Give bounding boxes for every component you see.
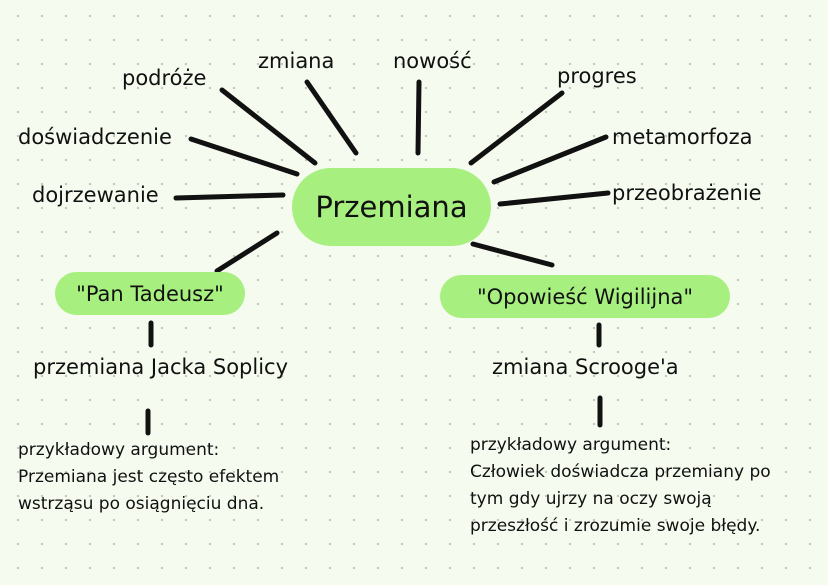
connector-dojrzewanie (173, 192, 286, 201)
connector-metamorfoza (491, 134, 609, 185)
synonym-podroze: podróże (122, 66, 207, 90)
synonym-dojrzewanie: dojrzewanie (32, 183, 159, 207)
center-node: Przemiana (292, 168, 491, 246)
synonym-metamorfoza: metamorfoza (612, 125, 753, 149)
connector-przeobrazenie (497, 190, 611, 207)
connector-center-left-book (214, 230, 280, 274)
connector-podroze (219, 87, 318, 166)
right-book-node: "Opowieść Wigilijna" (440, 275, 730, 318)
synonym-nowosc: nowość (393, 49, 472, 73)
right-argument: przykładowy argument: Człowiek doświadcz… (470, 432, 771, 540)
center-label: Przemiana (315, 190, 468, 224)
connector-zmiana (304, 79, 359, 156)
connector-nowosc (415, 79, 422, 156)
connector-progres (468, 90, 565, 166)
left-argument-heading: przykładowy argument: (18, 440, 220, 460)
left-argument-line: Przemiana jest często efektem (18, 467, 280, 487)
synonym-progres: progres (557, 64, 637, 88)
right-argument-line: Człowiek doświadcza przemiany po (470, 462, 771, 482)
connector-center-right-book (470, 241, 555, 268)
right-argument-line: przeszłość i zrozumie swoje błędy. (470, 516, 761, 536)
left-character-change: przemiana Jacka Soplicy (33, 355, 289, 379)
right-argument-line: tym gdy ujrzy na oczy swoją (470, 489, 712, 509)
right-argument-heading: przykładowy argument: (470, 435, 672, 455)
left-book-node: "Pan Tadeusz" (55, 272, 245, 315)
synonym-doswiadczenie: doświadczenie (18, 125, 172, 149)
right-book-title: "Opowieść Wigilijna" (476, 284, 694, 309)
synonym-zmiana: zmiana (258, 49, 335, 73)
synonym-przeobrazenie: przeobrażenie (612, 181, 762, 205)
connector-doswiadczenie (188, 136, 300, 177)
left-argument: przykładowy argument: Przemiana jest czę… (18, 437, 279, 518)
left-book-title: "Pan Tadeusz" (76, 281, 224, 306)
left-argument-line: wstrząsu po osiągnięciu dna. (18, 494, 265, 514)
right-character-change: zmiana Scrooge'a (492, 355, 679, 379)
